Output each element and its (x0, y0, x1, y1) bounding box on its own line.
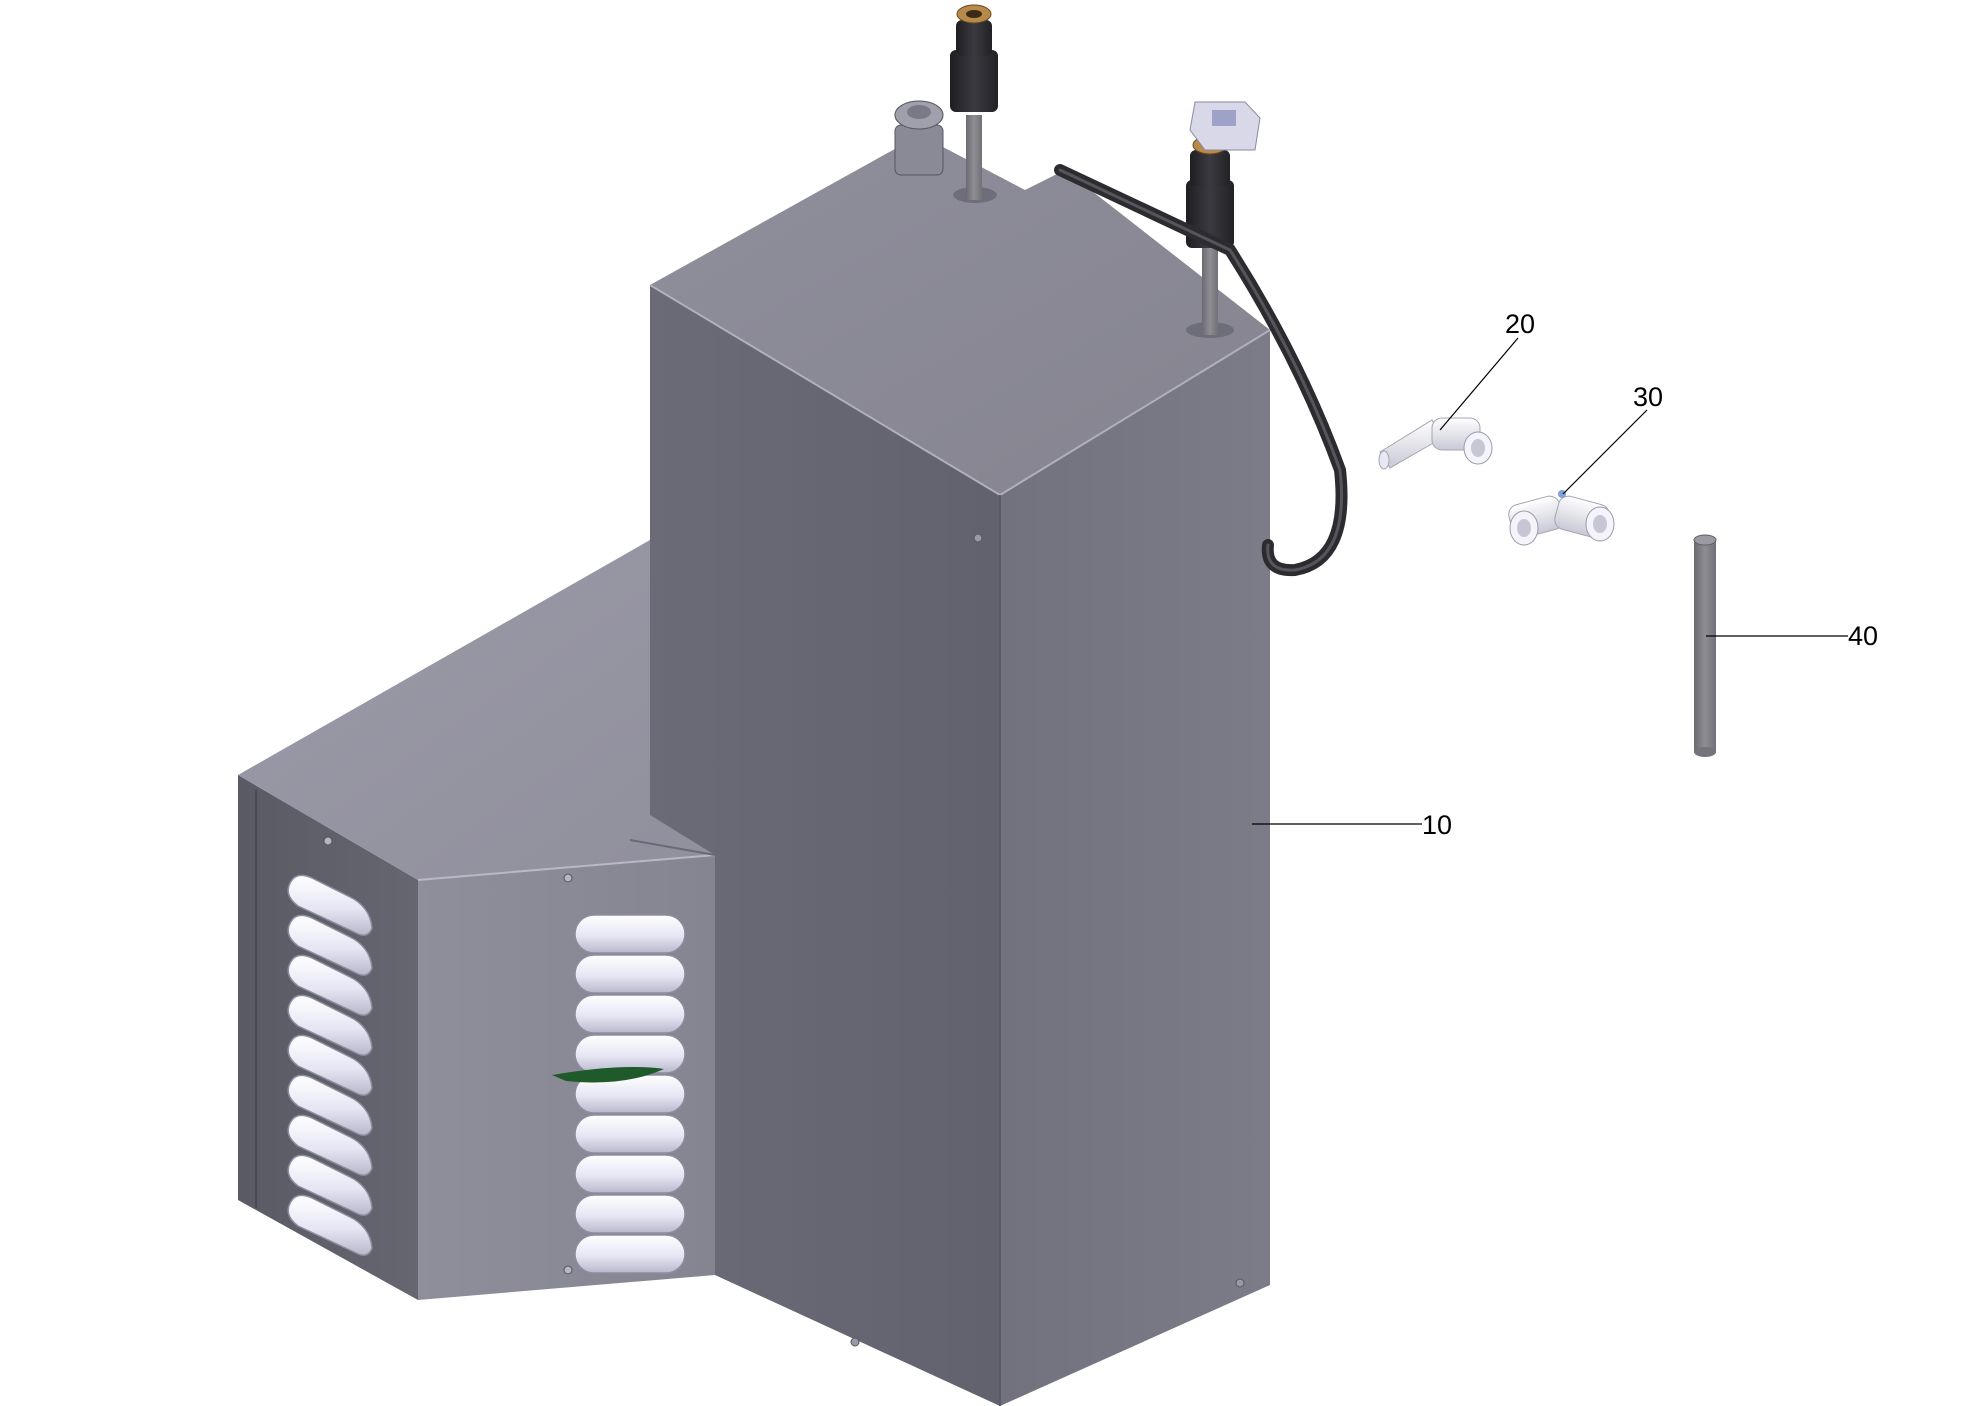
part-20-elbow-fitting (1378, 417, 1493, 470)
tower-right-face (1000, 330, 1270, 1406)
part-10-housing (238, 4, 1348, 1406)
side-louvers (287, 874, 373, 1256)
tower-front-face (650, 285, 1000, 1406)
leader-30 (1562, 409, 1648, 495)
callout-label-40: 40 (1848, 621, 1878, 651)
front-louvers (574, 914, 686, 1274)
callout-label-20: 20 (1505, 309, 1535, 339)
cable-gland (894, 100, 944, 176)
part-30-elbow-union (1508, 490, 1615, 546)
lower-box-top-face (238, 540, 715, 880)
part-40-tube (1693, 534, 1717, 757)
callout-labels: 10 20 30 40 (1422, 309, 1878, 840)
left-pipe-connector (950, 4, 998, 203)
leader-20 (1439, 337, 1519, 431)
callout-label-30: 30 (1633, 382, 1663, 412)
tower-top-face (650, 135, 1270, 495)
callout-label-10: 10 (1422, 810, 1452, 840)
leader-lines (1252, 337, 1848, 825)
green-wire (552, 1067, 664, 1083)
